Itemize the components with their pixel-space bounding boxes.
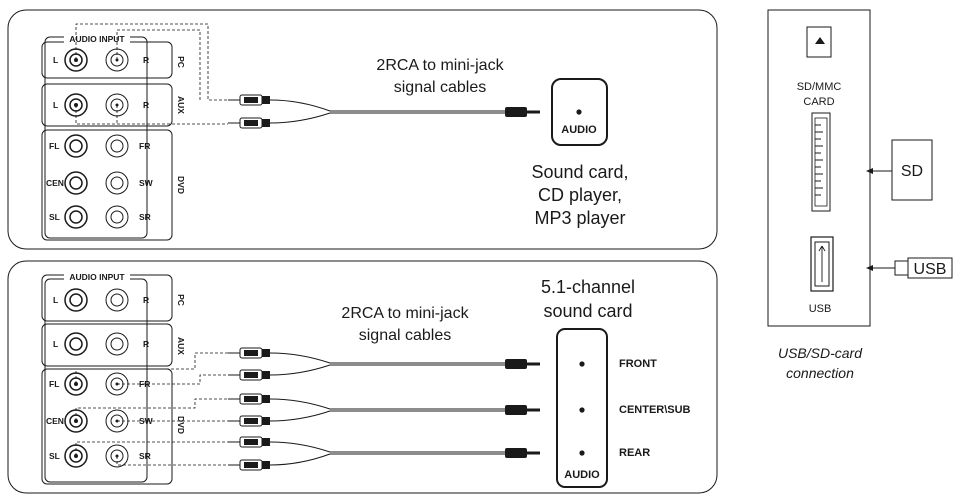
top-minijack-plug bbox=[505, 107, 540, 117]
top-dash-pc-l bbox=[75, 23, 228, 101]
bottom-cable-label-1: 2RCA to mini-jack bbox=[341, 305, 469, 322]
bottom-aux-label: AUX bbox=[176, 337, 186, 355]
bottom-label-sw: SW bbox=[139, 416, 154, 426]
top-dash-aux-l bbox=[75, 105, 228, 125]
top-panel-frame bbox=[7, 9, 718, 250]
top-label-sw: SW bbox=[139, 178, 154, 188]
bottom-dash-sr bbox=[116, 456, 228, 466]
bottom-port-front bbox=[579, 361, 585, 367]
bottom-minijack-plugs bbox=[505, 359, 540, 458]
bottom-aux-block bbox=[41, 323, 173, 367]
bottom-jacks bbox=[64, 288, 129, 468]
top-aux-block bbox=[41, 83, 173, 127]
bottom-label-sr: SR bbox=[139, 451, 151, 461]
sd-card-slot bbox=[811, 112, 831, 212]
sd-label-2: CARD bbox=[803, 96, 834, 108]
top-audio-label: AUDIO bbox=[561, 124, 597, 136]
top-dvd-block bbox=[41, 129, 173, 241]
bottom-dash-fl bbox=[75, 352, 228, 384]
bottom-panel-frame bbox=[7, 260, 718, 494]
top-label-cen: CEN bbox=[46, 178, 64, 188]
side-caption-2: connection bbox=[786, 365, 854, 381]
top-label-sr: SR bbox=[139, 212, 151, 222]
top-input-frame bbox=[44, 36, 148, 239]
top-jacks bbox=[64, 48, 129, 229]
bottom-audio-input-label: AUDIO INPUT bbox=[69, 272, 125, 282]
bottom-audio-label: AUDIO bbox=[564, 469, 600, 481]
bottom-cable-rear-b bbox=[269, 453, 505, 466]
bottom-device-title-2: sound card bbox=[543, 301, 632, 321]
bottom-pc-label: PC bbox=[176, 294, 186, 306]
jack-cen bbox=[64, 171, 88, 195]
top-pc-label: PC bbox=[176, 56, 186, 68]
top-cable-label-1: 2RCA to mini-jack bbox=[376, 57, 504, 74]
out-front-label: FRONT bbox=[619, 358, 657, 370]
top-device-desc-3: MP3 player bbox=[534, 208, 625, 228]
bottom-rca-plugs bbox=[228, 347, 270, 471]
bottom-port-center bbox=[579, 407, 585, 413]
sd-card-label: SD bbox=[901, 163, 923, 180]
bottom-dvd-label: DVD bbox=[176, 416, 186, 434]
jack-fl bbox=[64, 134, 88, 158]
side-device-panel bbox=[767, 9, 871, 327]
bottom-dash-cen bbox=[75, 398, 228, 421]
top-audio-input-label: AUDIO INPUT bbox=[69, 34, 125, 44]
top-rca-plugs bbox=[228, 94, 270, 129]
bottom-device-title-1: 5.1-channel bbox=[541, 277, 635, 297]
jack-sr bbox=[105, 205, 129, 229]
sd-card bbox=[891, 139, 933, 201]
bottom-dash-fr bbox=[117, 374, 228, 385]
top-label-fr: FR bbox=[139, 141, 150, 151]
jack-fr bbox=[105, 134, 129, 158]
bottom-label-pc-r: R bbox=[143, 295, 149, 305]
bottom-cable-front-a bbox=[269, 352, 505, 364]
top-audio-device bbox=[551, 78, 608, 146]
top-label-aux-l: L bbox=[53, 100, 58, 110]
top-cable-lower bbox=[269, 112, 505, 124]
top-cable-upper bbox=[269, 99, 505, 112]
usb-plug-label: USB bbox=[914, 261, 947, 278]
jack-sl bbox=[64, 205, 88, 229]
top-device-desc-2: CD player, bbox=[538, 185, 622, 205]
bottom-cable-front-b bbox=[269, 364, 505, 376]
bottom-cable-center-a bbox=[269, 398, 505, 410]
top-audio-port bbox=[576, 109, 582, 115]
usb-port bbox=[810, 236, 834, 292]
bottom-cable-rear-a bbox=[269, 441, 505, 453]
bottom-dash-sl bbox=[75, 441, 228, 456]
top-label-sl: SL bbox=[49, 212, 60, 222]
bottom-label-cen: CEN bbox=[46, 416, 64, 426]
bottom-label-aux-l: L bbox=[53, 339, 58, 349]
top-device-desc-1: Sound card, bbox=[531, 162, 628, 182]
top-dvd-label: DVD bbox=[176, 176, 186, 194]
bottom-label-fl: FL bbox=[49, 379, 59, 389]
bottom-label-pc-l: L bbox=[53, 295, 58, 305]
bottom-audio-device bbox=[556, 328, 608, 488]
top-aux-label: AUX bbox=[176, 96, 186, 114]
top-label-pc-r: R bbox=[143, 55, 149, 65]
out-rear-label: REAR bbox=[619, 447, 650, 459]
usb-port-label: USB bbox=[809, 303, 832, 315]
bottom-cable-label-2: signal cables bbox=[359, 327, 452, 344]
bottom-port-rear bbox=[579, 450, 585, 456]
sd-label-1: SD/MMC bbox=[797, 81, 842, 93]
side-caption-1: USB/SD-card bbox=[778, 345, 863, 361]
bottom-cable-center-b bbox=[269, 410, 505, 422]
jack-sw bbox=[105, 171, 129, 195]
top-label-aux-r: R bbox=[143, 100, 149, 110]
top-cable-label-2: signal cables bbox=[394, 79, 487, 96]
top-label-fl: FL bbox=[49, 141, 59, 151]
bottom-label-sl: SL bbox=[49, 451, 60, 461]
bottom-input-frame bbox=[44, 278, 148, 483]
bottom-label-aux-r: R bbox=[143, 339, 149, 349]
top-pc-block bbox=[41, 41, 173, 79]
sd-card-icon bbox=[806, 26, 832, 58]
top-label-pc-l: L bbox=[53, 55, 58, 65]
out-center-label: CENTER\SUB bbox=[619, 404, 691, 416]
